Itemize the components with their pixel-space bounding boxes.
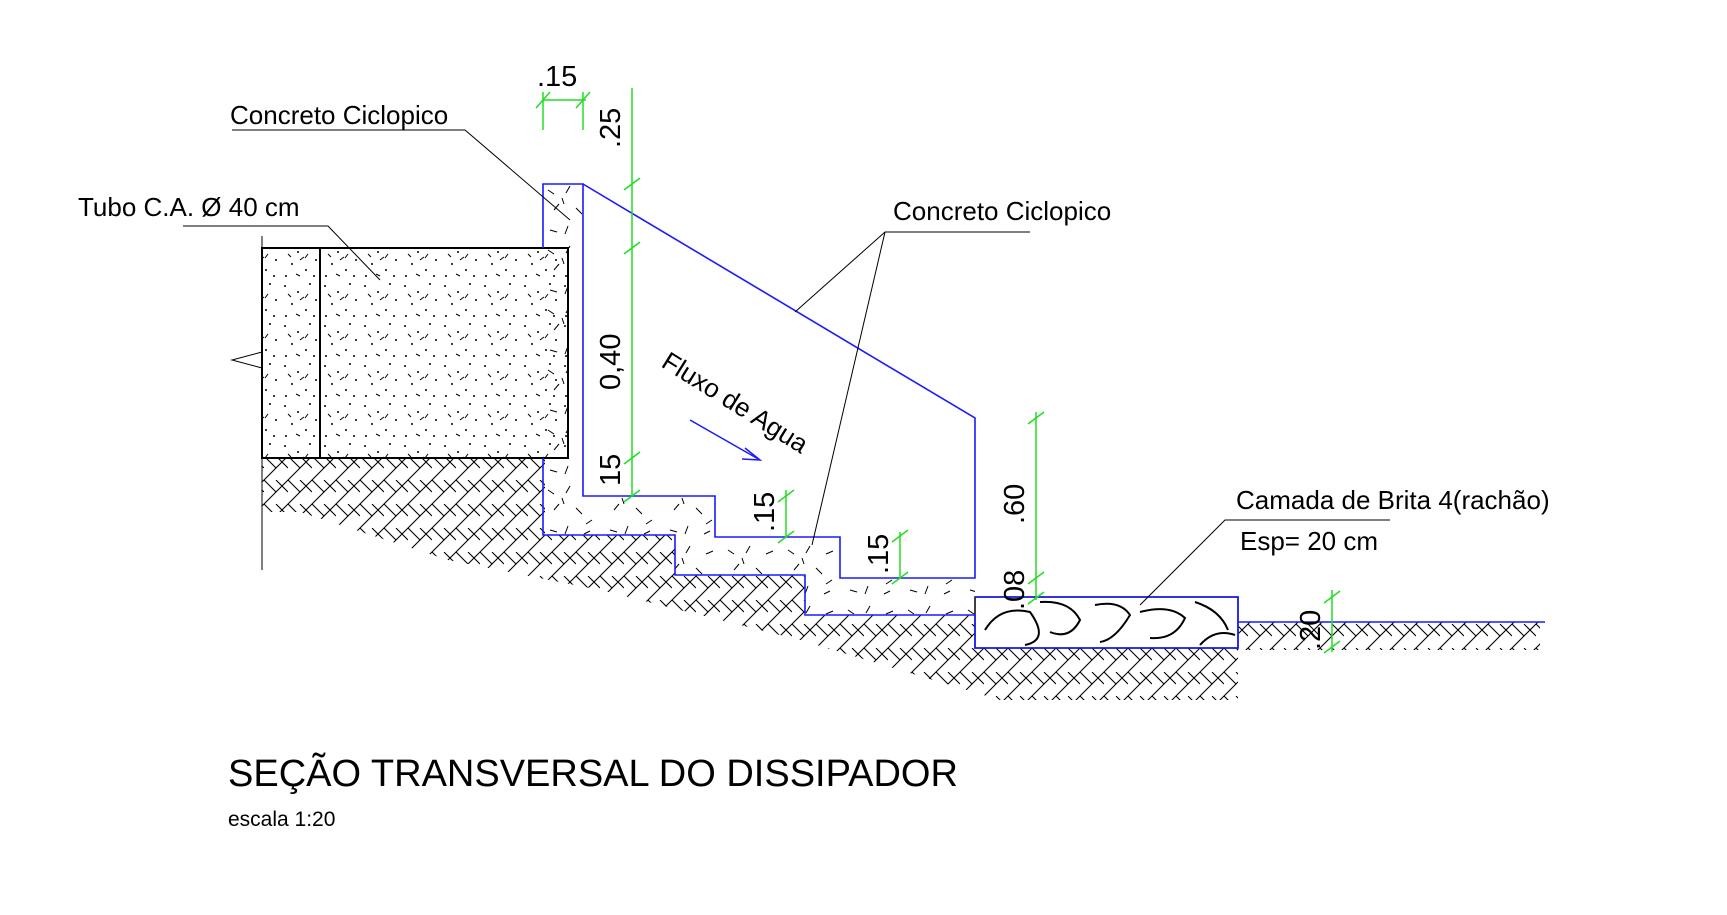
dim-step-third: .15 <box>863 534 895 574</box>
dim-step-second: .15 <box>749 492 781 532</box>
soil-hatching <box>262 458 1540 700</box>
drawing-scale: escala 1:20 <box>228 808 335 831</box>
label-fluxo-de-agua: Fluxo de Agua <box>657 346 814 460</box>
label-espessura: Esp= 20 cm <box>1240 526 1378 556</box>
dimension-lines <box>535 88 1341 654</box>
label-camada-brita: Camada de Brita 4(rachão) <box>1236 485 1550 515</box>
label-concreto-ciclopico-top: Concreto Ciclopico <box>230 100 448 130</box>
cyclopean-concrete <box>543 184 975 615</box>
pipe-section <box>230 236 569 570</box>
flow-arrow <box>689 419 763 461</box>
label-concreto-ciclopico-right: Concreto Ciclopico <box>893 196 1111 226</box>
structure-outline <box>542 183 1545 649</box>
label-tubo: Tubo C.A. Ø 40 cm <box>78 192 300 222</box>
dim-sill-height: .08 <box>999 570 1031 610</box>
dim-wall-height: .60 <box>999 484 1031 524</box>
dim-pipe-height: 0,40 <box>595 334 627 390</box>
drawing-title: SEÇÃO TRANSVERSAL DO DISSIPADOR <box>228 752 958 795</box>
leader-lines <box>183 129 1390 606</box>
dim-top-height: .25 <box>595 108 627 148</box>
dim-top-width: .15 <box>537 61 577 93</box>
dim-riprap-thickness: .20 <box>1295 610 1327 650</box>
dim-step-first: 15 <box>595 454 627 486</box>
